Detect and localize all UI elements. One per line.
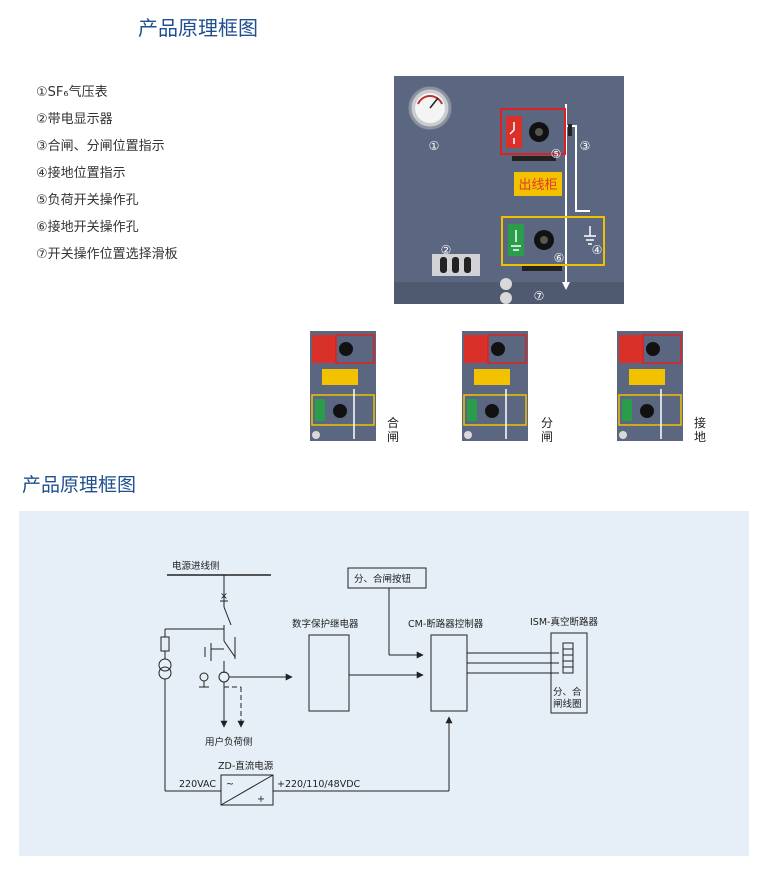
svg-text:出线柜: 出线柜: [518, 178, 557, 193]
state-label-closed: 合闸: [386, 416, 399, 444]
svg-text:⑦: ⑦: [534, 289, 545, 303]
control-panel: 出线柜 ① ② ③ ④ ⑤ ⑥ ⑦: [394, 76, 624, 304]
state-label-open: 分闸: [540, 416, 553, 444]
state-panel-earth: [617, 331, 683, 441]
label-load-side: 用户负荷侧: [205, 736, 253, 748]
legend-item: ⑦开关操作位置选择滑板: [36, 247, 178, 262]
legend-item: ③合闸、分闸位置指示: [36, 139, 165, 154]
page-title-top: 产品原理框图: [138, 16, 258, 40]
label-dc-out: +220/110/48VDC: [277, 779, 361, 790]
svg-text:③: ③: [580, 139, 591, 153]
psu-ac-symbol: ~: [226, 779, 234, 790]
svg-text:①: ①: [429, 139, 440, 153]
legend-item: ⑥接地开关操作孔: [36, 220, 139, 235]
svg-text:⑤: ⑤: [551, 147, 562, 161]
label-button-box: 分、合闸按钮: [354, 573, 412, 585]
legend-item: ⑤负荷开关操作孔: [36, 193, 139, 208]
label-controller: CM-断路器控制器: [408, 618, 484, 630]
label-ac-in: 220VAC: [179, 779, 216, 790]
state-label-earth: 接地: [693, 416, 706, 444]
label-psu: ZD-直流电源: [218, 760, 274, 772]
legend-item: ①SF₆气压表: [36, 85, 108, 100]
label-breaker: ISM-真空断路器: [530, 616, 598, 628]
svg-text:②: ②: [441, 243, 452, 257]
svg-text:④: ④: [592, 243, 603, 257]
label-source-side: 电源进线侧: [172, 560, 220, 572]
svg-text:×: ×: [220, 591, 228, 602]
legend-item: ④接地位置指示: [36, 166, 126, 181]
sf6-gauge-icon: [408, 86, 452, 130]
legend-item: ②带电显示器: [36, 112, 113, 127]
psu-dc-symbol: +: [257, 794, 265, 805]
state-panel-open: [462, 331, 528, 441]
label-coil-1: 分、合: [553, 686, 582, 698]
label-relay: 数字保护继电器: [292, 618, 359, 630]
label-coil-2: 闸线圈: [553, 698, 582, 710]
schematic-diagram: × 电源进线侧 用户负荷侧 分、合闸按钮 数字保护继电器 CM-断路器控制器 I…: [19, 511, 749, 856]
legend-list: ①SF₆气压表 ②带电显示器 ③合闸、分闸位置指示 ④接地位置指示 ⑤负荷开关操…: [36, 84, 178, 273]
live-indicator-icon: [432, 254, 480, 276]
page-title-bottom: 产品原理框图: [22, 474, 137, 496]
svg-text:⑥: ⑥: [554, 251, 565, 265]
state-panel-closed: [310, 331, 376, 441]
